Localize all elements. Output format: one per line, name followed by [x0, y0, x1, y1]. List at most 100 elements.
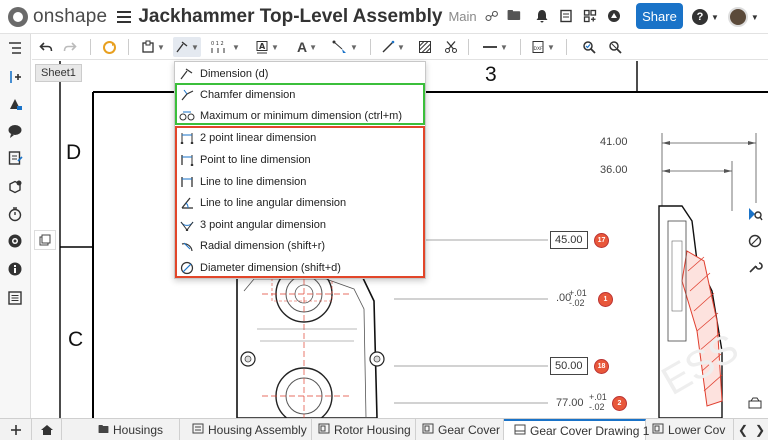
dimension-45[interactable]: 45.00 — [550, 231, 588, 249]
share-button[interactable]: Share — [636, 3, 683, 29]
feature-list-icon[interactable] — [5, 38, 25, 58]
learning-center-icon[interactable] — [606, 9, 622, 26]
text-tool-label: A — [296, 39, 308, 55]
tab-label: Lower Cov — [668, 423, 726, 437]
dimension-50[interactable]: 50.00 — [550, 357, 588, 375]
tab-gear-cover-drawing-1[interactable]: Gear Cover Drawing 1 — [504, 419, 650, 440]
home-tab[interactable] — [32, 419, 62, 440]
tolerance-lower-2: -.02 — [589, 402, 605, 412]
annotation-tool[interactable]: A▼ — [256, 41, 279, 54]
right-panel-wrench-icon[interactable] — [744, 256, 766, 278]
point-line-icon — [179, 153, 195, 167]
tab-housings[interactable]: 🖿 Housings — [62, 419, 180, 440]
comments-icon[interactable] — [5, 121, 25, 141]
dimension-77[interactable]: 77.00 — [556, 397, 584, 409]
radial-icon — [179, 239, 195, 253]
line-line-icon — [179, 175, 195, 189]
balloon-2[interactable]: 2 — [612, 396, 627, 411]
inspect-settings-icon[interactable] — [606, 37, 624, 57]
menu-item-point-to-line[interactable]: Point to line dimension — [179, 150, 311, 170]
right-panel-inspect-icon[interactable] — [744, 203, 766, 225]
view-panel-toggle-icon[interactable] — [34, 230, 56, 250]
ordinate-dimension-tool[interactable]: 0 1 2▼ — [211, 41, 240, 53]
two-point-icon — [179, 131, 195, 145]
user-avatar[interactable] — [727, 7, 748, 27]
tolerance-lower-1: -.02 — [569, 298, 585, 308]
tab-scroll-left-icon[interactable]: ❮ — [738, 423, 749, 437]
help-icon[interactable]: ? — [692, 9, 708, 25]
menu-item-label: 2 point linear dimension — [200, 132, 317, 144]
update-icon[interactable] — [100, 37, 118, 57]
onshape-logo[interactable]: onshape — [8, 6, 107, 28]
info-icon[interactable] — [5, 259, 25, 279]
dimension-36[interactable]: 36.00 — [600, 164, 628, 176]
app-store-icon[interactable] — [582, 9, 598, 26]
balloon-17[interactable]: 17 — [594, 233, 609, 248]
menu-item-label: Diameter dimension (shift+d) — [200, 262, 341, 274]
user-caret-icon[interactable]: ▼ — [750, 12, 759, 22]
text-tool[interactable]: A▼ — [296, 39, 318, 55]
dimension-tool[interactable]: ▼ — [173, 37, 201, 57]
menu-item-2-point-linear[interactable]: 2 point linear dimension — [179, 128, 316, 148]
leader-tool[interactable]: ▼ — [328, 37, 362, 57]
drawing-toolbar: ▼ ▼ 0 1 2▼ A▼ A▼ ▼ ▼ ▼ — [32, 34, 768, 60]
inspect-icon[interactable] — [580, 37, 598, 57]
line-style-tool[interactable]: ▼ — [483, 42, 508, 52]
onshape-logo-icon — [8, 6, 28, 27]
sheet-tab[interactable]: Sheet1 — [35, 64, 82, 82]
max-min-icon — [179, 109, 195, 123]
menu-item-line-to-line-angular[interactable]: Line to line angular dimension — [179, 193, 346, 213]
menu-item-diameter-dimension[interactable]: Diameter dimension (shift+d) — [179, 258, 341, 278]
menu-item-dimension[interactable]: Dimension (d) — [179, 64, 268, 84]
add-tab-button[interactable] — [0, 419, 32, 440]
part-studio-icon — [652, 423, 664, 437]
export-dxf-tool[interactable]: DXF▼ — [532, 41, 555, 53]
tab-lower-cover[interactable]: Lower Cov — [646, 419, 734, 440]
right-panel-sheets-icon[interactable] — [744, 392, 766, 414]
insert-icon[interactable] — [5, 67, 25, 87]
menu-item-chamfer-dimension[interactable]: Chamfer dimension — [179, 85, 295, 105]
menu-item-line-to-line[interactable]: Line to line dimension — [179, 172, 306, 192]
workspace-label[interactable]: Main — [448, 9, 477, 24]
redo-icon[interactable] — [62, 37, 78, 57]
menu-item-radial-dimension[interactable]: Radial dimension (shift+r) — [179, 236, 325, 256]
insert-view-tool[interactable]: ▼ — [138, 37, 168, 57]
line-tool[interactable]: ▼ — [378, 37, 408, 57]
hatch-icon[interactable] — [416, 37, 434, 57]
help-caret-icon[interactable]: ▼ — [711, 12, 719, 22]
tab-housing-assembly[interactable]: Housing Assembly — [186, 419, 312, 440]
properties-list-icon[interactable] — [5, 288, 25, 308]
link-icon[interactable]: ☍ — [484, 8, 499, 24]
menu-item-3-point-angular[interactable]: 3 point angular dimension — [179, 215, 326, 235]
tab-gear-cover[interactable]: Gear Cover — [416, 419, 504, 440]
menu-item-label: Radial dimension (shift+r) — [200, 240, 326, 252]
zone-label-d: D — [66, 141, 82, 164]
menu-item-label: Point to line dimension — [200, 154, 311, 166]
tab-label: Gear Cover Drawing 1 — [530, 424, 650, 438]
notes-icon[interactable] — [5, 148, 25, 168]
dimension-41[interactable]: 41.00 — [600, 136, 628, 148]
timer-icon[interactable] — [5, 204, 25, 224]
undo-icon[interactable] — [38, 37, 54, 57]
right-panel-appearance-icon[interactable] — [744, 230, 766, 252]
configurations-icon[interactable] — [5, 177, 25, 197]
tasks-icon[interactable] — [558, 9, 574, 26]
balloon-1[interactable]: 1 — [598, 292, 613, 307]
home-icon — [41, 425, 53, 435]
hamburger-menu-icon[interactable] — [117, 10, 132, 23]
app-icon[interactable] — [5, 231, 25, 251]
appearance-icon[interactable] — [5, 94, 25, 114]
folder-icon[interactable]: 🖿 — [506, 6, 521, 23]
part-studio-icon — [318, 423, 330, 437]
svg-text:0 1 2: 0 1 2 — [211, 41, 224, 47]
tolerance-upper-1: +.01 — [569, 288, 587, 298]
notifications-bell-icon[interactable] — [534, 9, 550, 26]
menu-item-max-min-dimension[interactable]: Maximum or minimum dimension (ctrl+m) — [179, 106, 402, 126]
tab-scroll-right-icon[interactable]: ❯ — [755, 423, 766, 437]
balloon-18[interactable]: 18 — [594, 359, 609, 374]
document-title[interactable]: Jackhammer Top-Level Assembly — [138, 5, 443, 27]
dimension-zero[interactable]: .00 — [556, 292, 572, 304]
tab-rotor-housing[interactable]: Rotor Housing — [312, 419, 416, 440]
diameter-icon — [179, 261, 195, 275]
trim-icon[interactable] — [442, 37, 460, 57]
